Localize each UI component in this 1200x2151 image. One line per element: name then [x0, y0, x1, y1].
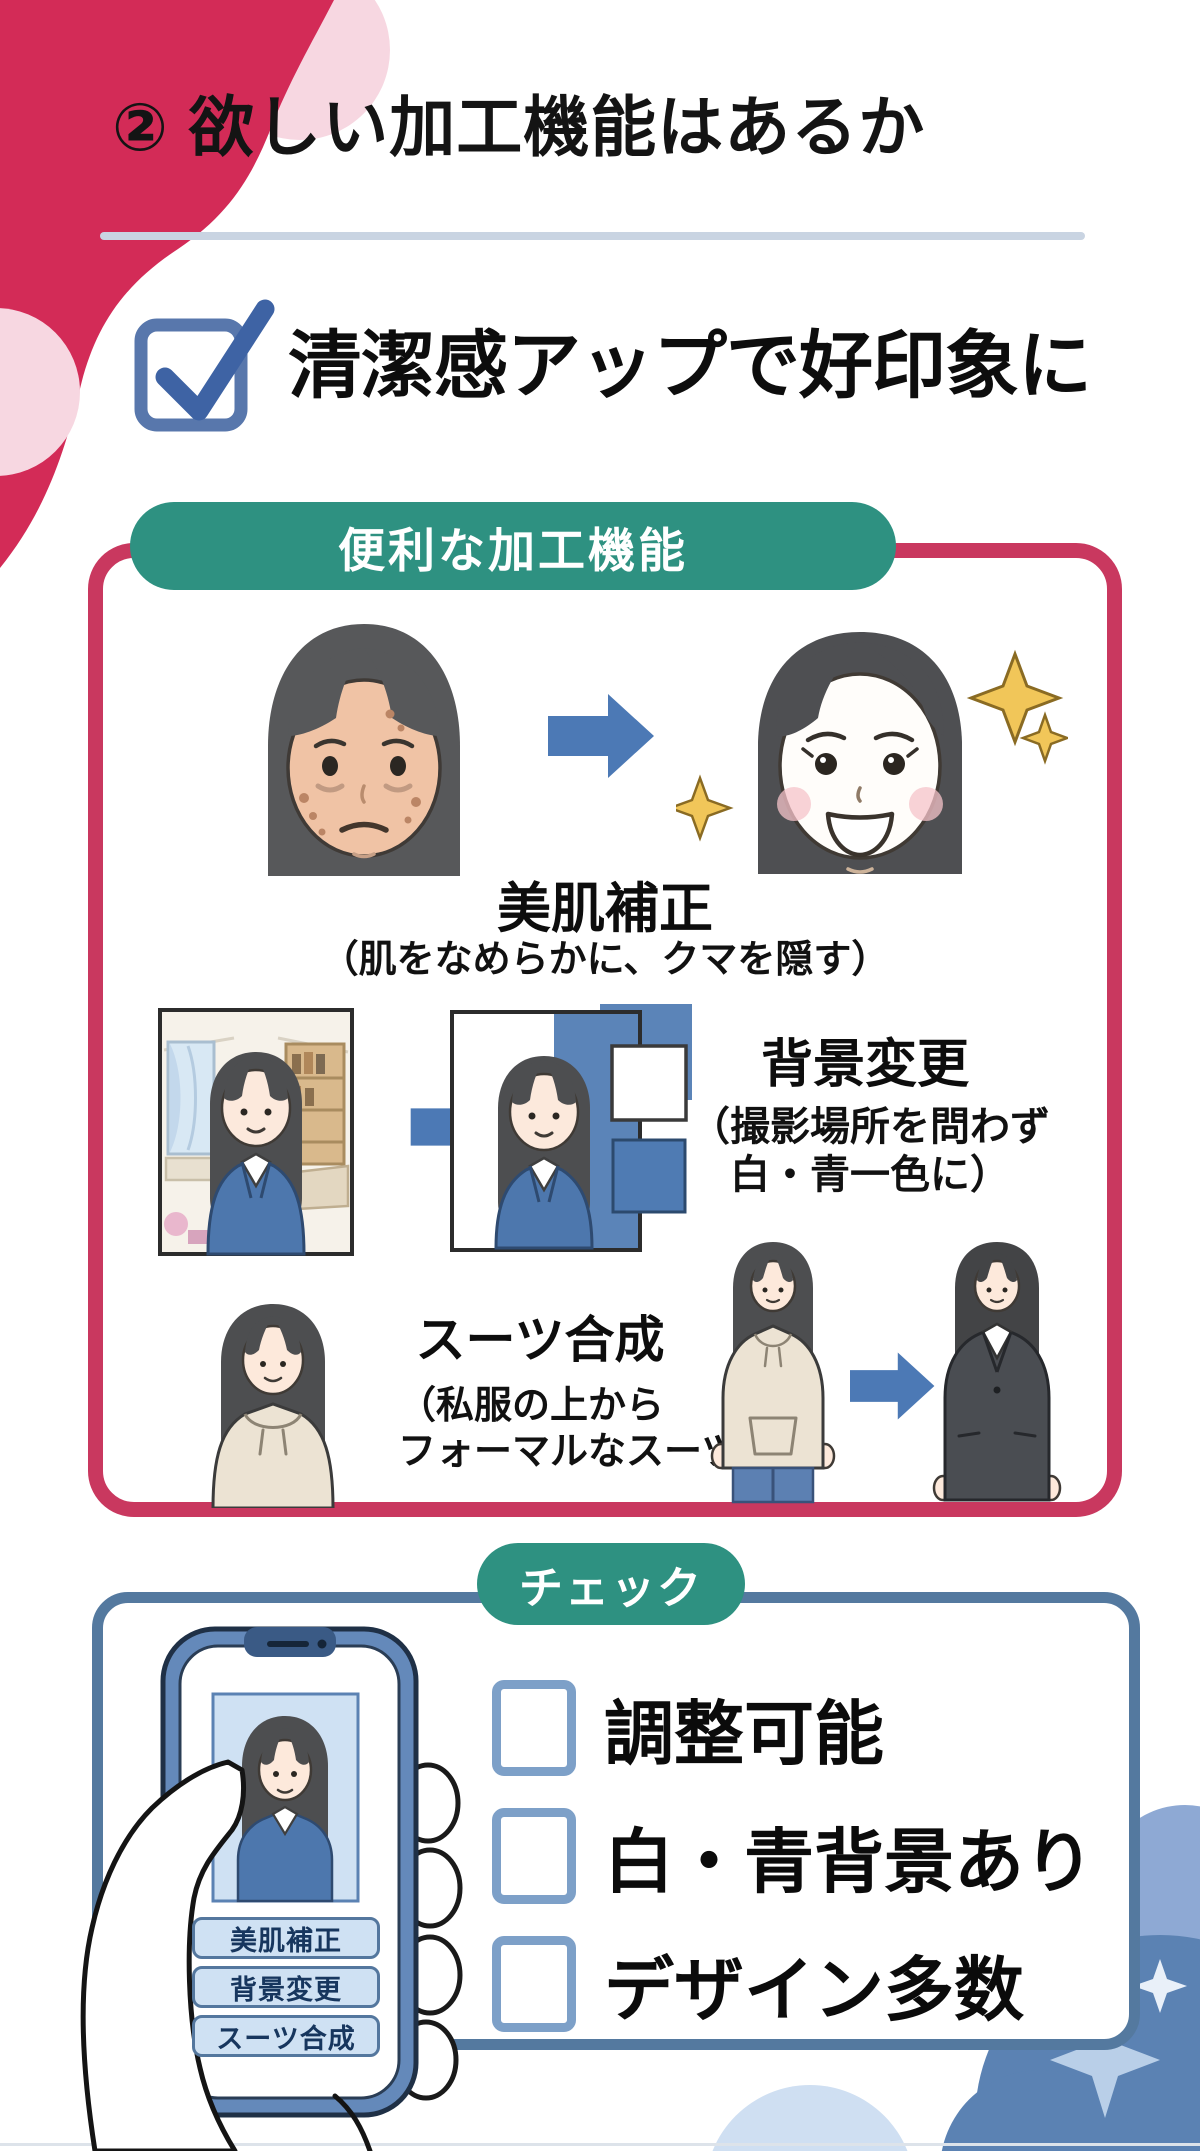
features-box-title: 便利な加工機能 [338, 523, 688, 577]
photo-clean-background-illustration [450, 1004, 692, 1252]
hand-holding-phone-illustration [80, 1626, 463, 2151]
feature-caption-background-line1: （撮影場所を問わず [690, 1105, 1050, 1149]
features-box-title-pill: 便利な加工機能 [130, 502, 896, 590]
feature-caption-suit-line1: （私服の上から [398, 1385, 665, 1427]
checkbox-empty-icon [492, 1808, 576, 1904]
check-box-title-pill: チェック [477, 1543, 745, 1625]
feature-title-suit: スーツ合成 [415, 1312, 665, 1368]
page-title: ② 欲しい加工機能はあるか [112, 90, 926, 164]
phone-button-background: 背景変更 [192, 1966, 380, 2008]
top-left-blob-decoration [0, 0, 390, 568]
face-after-illustration [676, 632, 1068, 874]
checkbox-empty-icon [492, 1680, 576, 1776]
phone-button-suit: スーツ合成 [192, 2015, 380, 2057]
checklist-item: デザイン多数 [492, 1936, 1024, 2032]
hoodie-fullbody-illustration [710, 1242, 836, 1504]
checklist-label: デザイン多数 [604, 1950, 1024, 2029]
header-divider [100, 232, 1085, 240]
checklist-label: 調整可能 [604, 1694, 884, 1773]
face-before-illustration [268, 624, 460, 876]
checklist-item: 調整可能 [492, 1680, 884, 1776]
phone-button-skin: 美肌補正 [192, 1917, 380, 1959]
checklist-label: 白・青背景あり [604, 1822, 1094, 1901]
feature-title-skin: 美肌補正 [497, 879, 713, 939]
section-subtitle: 清潔感アップで好印象に [288, 324, 1092, 407]
feature-caption-background-line2: 白・青一色に） [730, 1153, 1010, 1197]
hoodie-bust-illustration [211, 1304, 335, 1508]
check-box-title: チェック [519, 1564, 703, 1613]
suit-fullbody-illustration [932, 1242, 1062, 1502]
photo-room-background-illustration [158, 1008, 354, 1256]
arrow-right-icon [548, 694, 654, 778]
feature-title-background: 背景変更 [760, 1036, 969, 1094]
bottom-edge-line [0, 2143, 1200, 2146]
checklist-item: 白・青背景あり [492, 1808, 1094, 1904]
checkbox-empty-icon [492, 1936, 576, 2032]
arrow-right-icon [850, 1352, 935, 1420]
feature-caption-skin: （肌をなめらかに、クマを隠す） [320, 939, 890, 981]
checkbox-checked-icon [134, 299, 275, 432]
